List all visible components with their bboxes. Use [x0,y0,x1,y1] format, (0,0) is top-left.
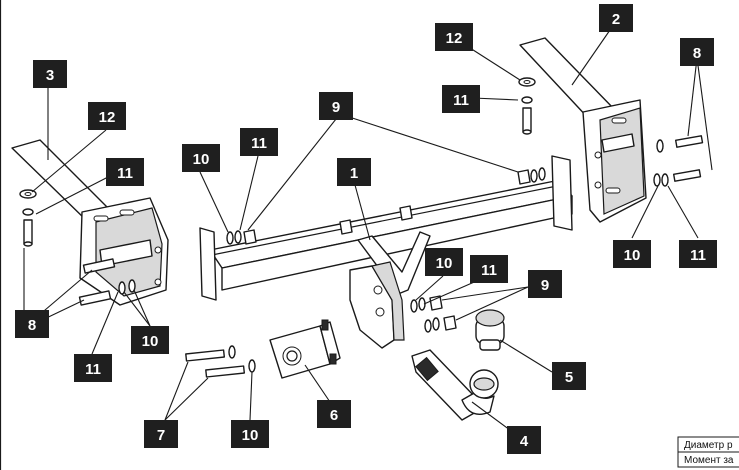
leader-lines [23,29,713,431]
label-text: 9 [541,277,549,294]
part-label-1: 1 [337,158,371,186]
tow-ball-arm-part-4 [411,349,499,421]
part-label-12-b: 12 [435,23,473,51]
part-label-11-f: 11 [679,240,717,268]
label-text: 11 [690,247,706,264]
label-text: 11 [251,135,267,152]
part-label-11-c: 11 [74,354,112,382]
part-label-9-top: 9 [319,92,353,120]
label-text: 12 [446,30,463,47]
label-text: 8 [693,45,701,62]
label-text: 3 [46,67,54,84]
socket-plate-part-6 [269,319,341,379]
label-text: 9 [332,99,340,116]
part-label-3: 3 [33,60,67,88]
part-label-11-e: 11 [470,255,508,283]
label-text: 8 [28,317,36,334]
part-label-8-right: 8 [680,38,714,66]
cross-beam-part-1 [199,155,573,301]
part-label-11-a: 11 [240,128,278,156]
part-label-10-b: 10 [131,326,169,354]
label-text: 12 [99,109,116,126]
nuts-washers-drop-plate [410,295,457,333]
label-text: 2 [612,11,620,28]
part-label-4: 4 [507,426,541,454]
label-text: 7 [157,427,165,444]
spec-table-row-2: Момент за [684,455,734,466]
nuts-washers-right-beam [517,167,546,185]
bolts-part-8-right [653,135,704,187]
label-text: 11 [453,92,469,109]
label-text: 10 [624,247,641,264]
part-label-10-c: 10 [425,248,463,276]
label-text: 11 [117,165,133,182]
nuts-washers-left-beam [226,229,257,245]
label-text: 10 [242,427,259,444]
part-label-10-d: 10 [613,240,651,268]
part-label-8-left: 8 [15,310,49,338]
left-bracket-part-3 [11,139,169,306]
spec-table-row-1: Диаметр р [684,440,733,451]
part-label-11-b: 11 [106,158,144,186]
spec-table: Диаметр р Момент за [677,436,739,468]
label-text: 10 [193,151,210,168]
right-bracket-part-2 [519,37,647,223]
part-label-12-a: 12 [88,102,126,130]
label-text: 5 [565,369,573,386]
part-label-2: 2 [599,4,633,32]
bolts-part-7 [185,345,256,378]
top-right-bolt-washer [518,77,536,135]
part-label-5: 5 [552,362,586,390]
label-text: 10 [436,255,453,272]
part-label-10-e: 10 [231,420,269,448]
part-label-6: 6 [317,400,351,428]
bolts-part-8-left [78,258,136,306]
part-label-10-a: 10 [182,144,220,172]
label-text: 1 [350,165,358,182]
label-text: 11 [481,262,497,279]
label-text: 11 [85,361,101,378]
label-text: 4 [520,433,529,450]
label-text: 6 [330,407,338,424]
drop-plate [349,231,431,349]
part-label-11-d: 11 [442,85,480,113]
label-text: 10 [142,333,159,350]
ball-cover-part-5 [475,309,505,351]
part-label-9-bottom: 9 [528,270,562,298]
part-label-7: 7 [144,420,178,448]
left-bolt-washer [19,189,37,247]
